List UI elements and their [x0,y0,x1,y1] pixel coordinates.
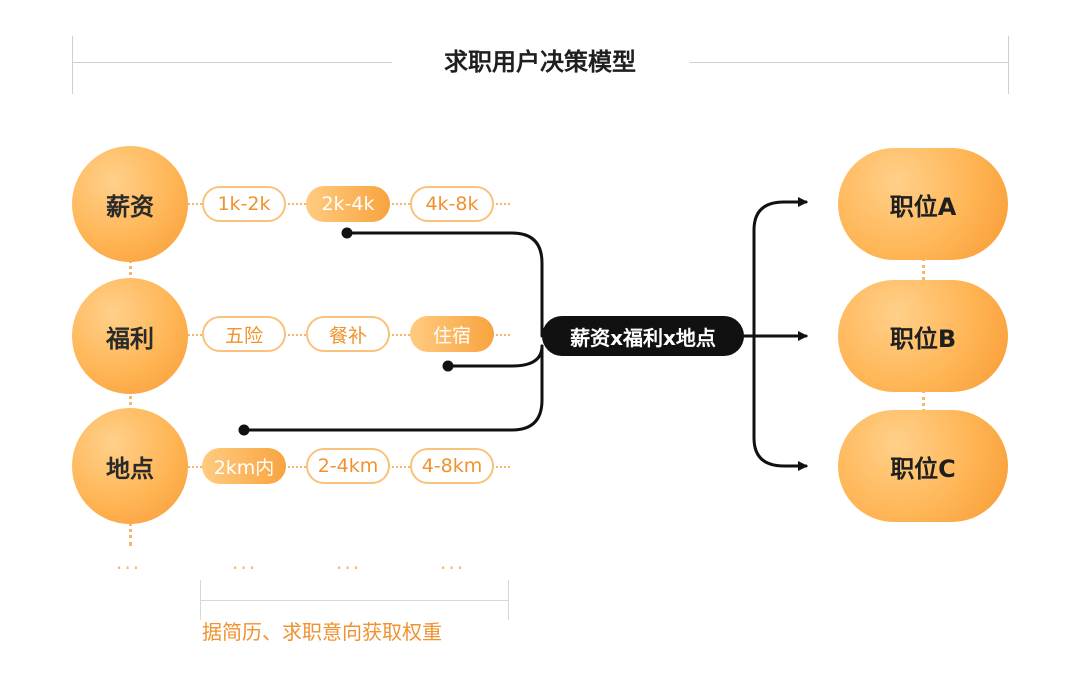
ellipsis-option: ··· [232,556,258,580]
option-benefit-3-selected: 住宿 [410,316,494,352]
option-location-2: 2-4km [306,448,390,484]
location-path [242,344,544,432]
job-c: 职位C [838,410,1008,522]
option-salary-3: 4k-8k [410,186,494,222]
benefit-dot [442,360,454,372]
ellipsis-factor: ··· [116,556,142,580]
factor-connector [129,516,132,546]
location-dot [238,424,250,436]
title-tick-right [1008,36,1009,94]
salary-path [345,231,544,338]
arrow-to-job-a [742,197,808,338]
factor-location: 地点 [72,408,188,524]
job-a: 职位A [838,148,1008,260]
factor-connector [129,385,132,411]
title-rule-right [690,62,1008,63]
title-rule-left [72,62,392,63]
note-bracket-tick-left [200,580,201,620]
ellipsis-option: ··· [440,556,466,580]
arrow-to-job-c [752,334,808,471]
note-bracket [200,600,508,601]
option-benefit-2: 餐补 [306,316,390,352]
ellipsis-option: ··· [336,556,362,580]
factor-salary: 薪资 [72,146,188,262]
job-connector [922,258,925,280]
option-location-3: 4-8km [410,448,494,484]
title-tick-left [72,36,73,94]
option-salary-2-selected: 2k-4k [306,186,390,222]
diagram-title: 求职用户决策模型 [444,48,636,76]
job-b: 职位B [838,280,1008,392]
formula-node: 薪资x福利x地点 [542,316,744,356]
weight-note: 据简历、求职意向获取权重 [202,620,442,644]
option-salary-1: 1k-2k [202,186,286,222]
note-bracket-tick-right [508,580,509,620]
option-location-1-selected: 2km内 [202,448,286,484]
factor-benefit: 福利 [72,278,188,394]
salary-dot [341,227,353,239]
option-benefit-1: 五险 [202,316,286,352]
job-connector [922,390,925,412]
factor-connector [129,255,132,281]
